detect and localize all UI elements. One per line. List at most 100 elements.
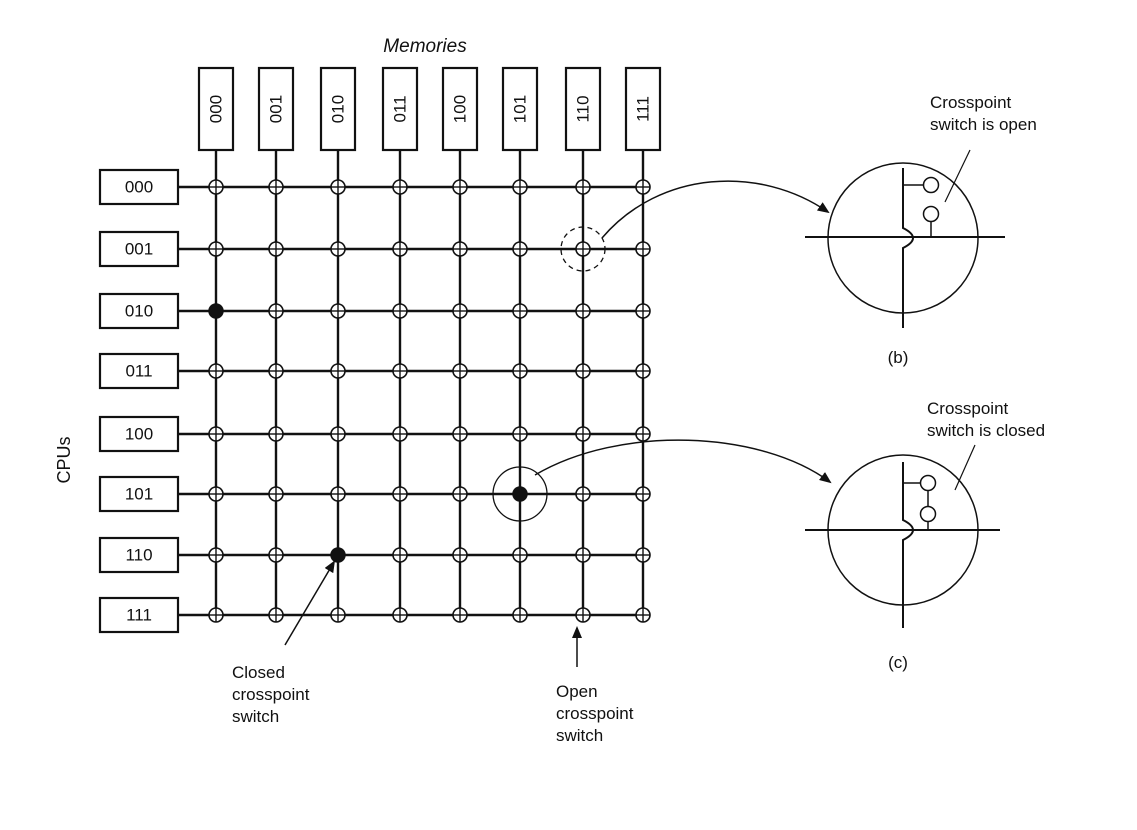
cpu-module-box xyxy=(98,536,180,574)
open-crosspoint-switch xyxy=(635,547,651,563)
memory-module-box xyxy=(197,66,235,152)
open-switch-annotation: Open crosspoint switch xyxy=(556,682,638,745)
closed-switch-highlight xyxy=(492,466,548,522)
open-switch-line-2: crosspoint xyxy=(556,704,634,723)
open-crosspoint-switch xyxy=(512,607,528,623)
open-crosspoint-switch xyxy=(392,486,408,502)
cpu-module-label: 100 xyxy=(125,425,153,444)
open-crosspoint-switch xyxy=(208,179,224,195)
open-crosspoint-switch xyxy=(330,363,346,379)
memory-module-box xyxy=(381,66,419,152)
cpu-module-box xyxy=(98,596,180,634)
detail-c-caption-pointer xyxy=(954,444,976,491)
closed-switch-pointer xyxy=(284,560,336,646)
open-crosspoint-switch xyxy=(208,486,224,502)
cpu-module-box xyxy=(98,352,180,390)
detail-b-open-switch: Crosspoint switch is open (b) xyxy=(805,93,1037,367)
open-crosspoint-switch xyxy=(575,179,591,195)
crossbar-grid xyxy=(178,150,648,618)
cpu-module-box xyxy=(98,292,180,330)
memory-module-box xyxy=(257,66,295,152)
memory-module-label: 100 xyxy=(451,95,470,123)
memory-module-label: 000 xyxy=(207,95,226,123)
open-crosspoint-switch xyxy=(512,547,528,563)
open-switch-line-3: switch xyxy=(556,726,603,745)
open-crosspoint-switch xyxy=(330,426,346,442)
detail-c-contact-1 xyxy=(919,474,937,492)
cpu-module-label: 111 xyxy=(126,606,152,625)
open-crosspoint-switch xyxy=(268,426,284,442)
open-crosspoint-switch xyxy=(268,486,284,502)
detail-c-caption-line-1: Crosspoint xyxy=(927,399,1009,418)
closed-switch-line-1: Closed xyxy=(232,663,285,682)
memory-module-box xyxy=(441,66,479,152)
open-crosspoint-switch xyxy=(452,426,468,442)
open-crosspoint-switch xyxy=(268,241,284,257)
detail-c-contact-2 xyxy=(919,505,937,523)
memory-module-label: 111 xyxy=(634,96,653,122)
open-crosspoint-switch xyxy=(208,607,224,623)
open-crosspoint-switch xyxy=(268,547,284,563)
callout-arrow-open xyxy=(601,180,830,239)
memories-label: Memories xyxy=(383,36,467,57)
detail-b-contact-1 xyxy=(922,176,940,194)
open-crosspoint-switch xyxy=(512,179,528,195)
open-crosspoint-switch xyxy=(635,303,651,319)
open-crosspoint-switch xyxy=(452,607,468,623)
open-crosspoint-switch xyxy=(392,547,408,563)
open-crosspoint-switch xyxy=(392,426,408,442)
open-crosspoint-switch xyxy=(392,303,408,319)
cpu-module-label: 101 xyxy=(125,485,153,504)
detail-b-vertical-line xyxy=(902,168,915,328)
open-crosspoint-switch xyxy=(635,486,651,502)
open-crosspoint-switch xyxy=(452,179,468,195)
memory-module-label: 010 xyxy=(329,95,348,123)
detail-c-caption: Crosspoint switch is closed xyxy=(927,399,1045,440)
open-crosspoint-switch xyxy=(575,547,591,563)
detail-b-caption: Crosspoint switch is open xyxy=(930,93,1037,134)
open-crosspoint-switch xyxy=(208,363,224,379)
open-crosspoint-switch xyxy=(330,303,346,319)
memory-module-box xyxy=(564,66,602,152)
open-crosspoint-switch xyxy=(512,241,528,257)
closed-switch-annotation: Closed crosspoint switch xyxy=(232,663,314,726)
open-crosspoint-switch xyxy=(330,241,346,257)
detail-c-label: (c) xyxy=(888,653,908,672)
open-crosspoint-switch xyxy=(330,179,346,195)
open-crosspoint-switch xyxy=(575,607,591,623)
detail-c-closed-switch: Crosspoint switch is closed (c) xyxy=(805,399,1045,672)
open-switch-line-1: Open xyxy=(556,682,598,701)
open-crosspoint-switch xyxy=(330,486,346,502)
open-crosspoint-switch xyxy=(452,363,468,379)
open-crosspoint-switch xyxy=(635,363,651,379)
detail-b-caption-pointer xyxy=(944,149,971,203)
open-crosspoint-switch xyxy=(635,607,651,623)
cpu-module-label: 110 xyxy=(125,546,152,565)
open-crosspoint-switch xyxy=(208,241,224,257)
open-crosspoint-switch xyxy=(575,486,591,502)
open-crosspoint-switch xyxy=(268,179,284,195)
open-crosspoint-switch xyxy=(512,363,528,379)
cpu-module-label: 010 xyxy=(125,302,153,321)
open-crosspoint-switch xyxy=(512,303,528,319)
detail-c-caption-line-2: switch is closed xyxy=(927,421,1045,440)
open-crosspoint-switch xyxy=(635,241,651,257)
open-crosspoint-switch xyxy=(330,607,346,623)
cpus-label: CPUs xyxy=(54,436,74,483)
memory-module-label: 001 xyxy=(267,95,286,123)
cpu-module-box xyxy=(98,415,180,453)
cpu-module-box xyxy=(98,475,180,513)
crosspoint-switches xyxy=(208,179,651,623)
cpu-module-label: 001 xyxy=(125,240,153,259)
open-crosspoint-switch xyxy=(452,486,468,502)
open-crosspoint-switch xyxy=(392,363,408,379)
callout-arrow-closed xyxy=(534,439,832,484)
memory-module-box xyxy=(624,66,662,152)
closed-switch-line-3: switch xyxy=(232,707,279,726)
closed-crosspoint-switch xyxy=(330,547,346,563)
open-crosspoint-switch xyxy=(512,426,528,442)
